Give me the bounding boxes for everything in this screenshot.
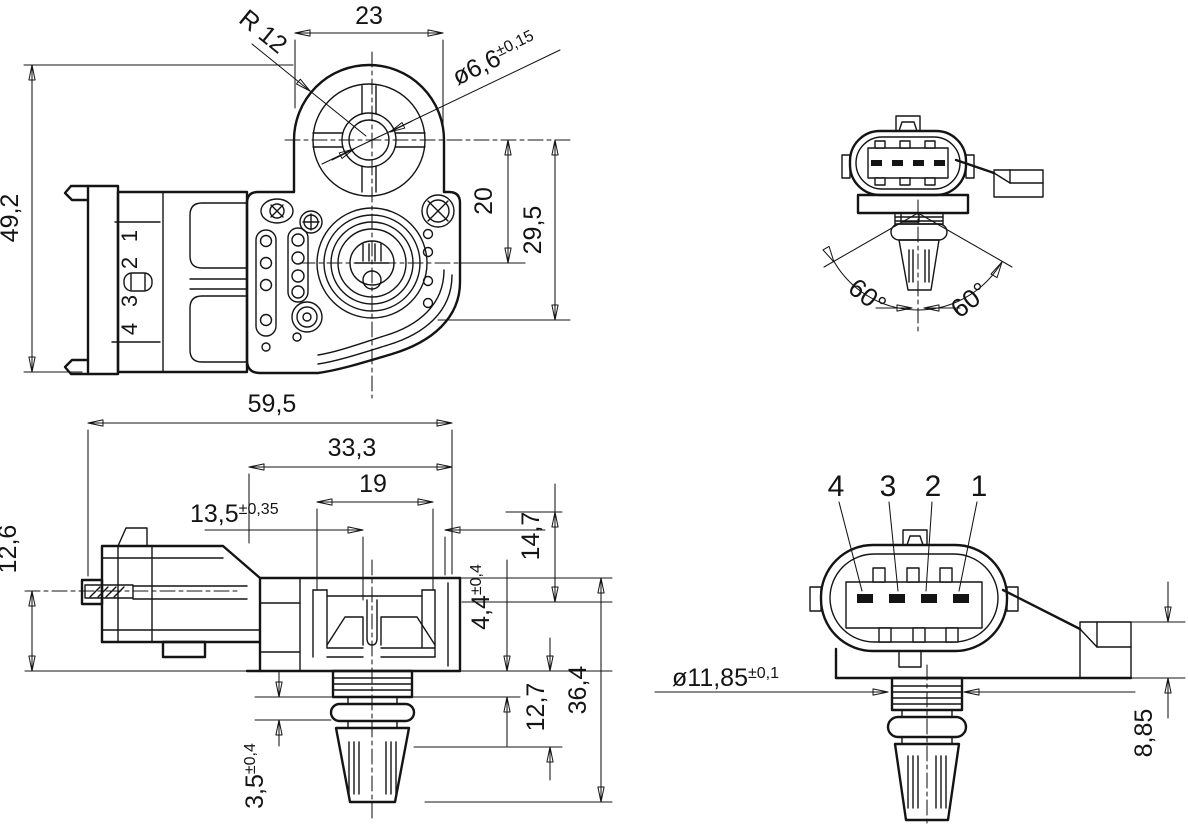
- dim-port-dia: ø11,85±0,1: [672, 664, 779, 692]
- dim-overall-height-side: 36,4: [564, 666, 592, 715]
- dim-body-width: 33,3: [328, 434, 377, 462]
- dim-angle-right: 60°: [945, 276, 994, 324]
- front-pin-4: 4: [828, 470, 845, 503]
- side-view: 59,5 33,3 19 13,5±0,35 12,6 14,7 4,4±0,4…: [0, 390, 613, 819]
- dim-overall-height-top: 49,2: [0, 194, 24, 243]
- dim-overall-width: 59,5: [248, 390, 297, 418]
- dim-slot-width: 19: [359, 470, 387, 498]
- dim-bracket-height: 8,85: [1130, 709, 1158, 758]
- dim-top-width: 23: [355, 2, 383, 30]
- dim-upper-height: 14,7: [517, 512, 545, 561]
- dim-hole-to-port: 20: [470, 187, 498, 215]
- front-pin-1: 1: [971, 470, 988, 503]
- dim-connector-height: 12,6: [0, 525, 22, 574]
- front-pin-2: 2: [925, 470, 942, 503]
- front-pin-3: 3: [880, 470, 897, 503]
- top-view: 1 2 3 4 23 R 12 ø6,6±0,15 49,2 20 29,5: [0, 2, 571, 399]
- dim-radius: R 12: [234, 4, 293, 59]
- top-view-pin-2: 2: [117, 257, 142, 269]
- dim-hole-to-lower: 29,5: [519, 206, 547, 255]
- dim-angle-left: 60°: [843, 272, 892, 320]
- top-view-pin-4: 4: [117, 323, 142, 335]
- dim-port-offset: 13,5±0,35: [190, 500, 279, 528]
- dim-oring-height: 3,5±0,4: [241, 743, 269, 809]
- top-view-pin-3: 3: [117, 295, 142, 307]
- angle-view: 60° 60°: [822, 115, 1044, 333]
- dim-flange-gap: 4,4±0,4: [467, 564, 495, 630]
- dim-port-length: 12,7: [522, 683, 550, 732]
- top-view-pin-1: 1: [117, 230, 142, 242]
- front-view: 4 3 2 1: [654, 470, 1186, 824]
